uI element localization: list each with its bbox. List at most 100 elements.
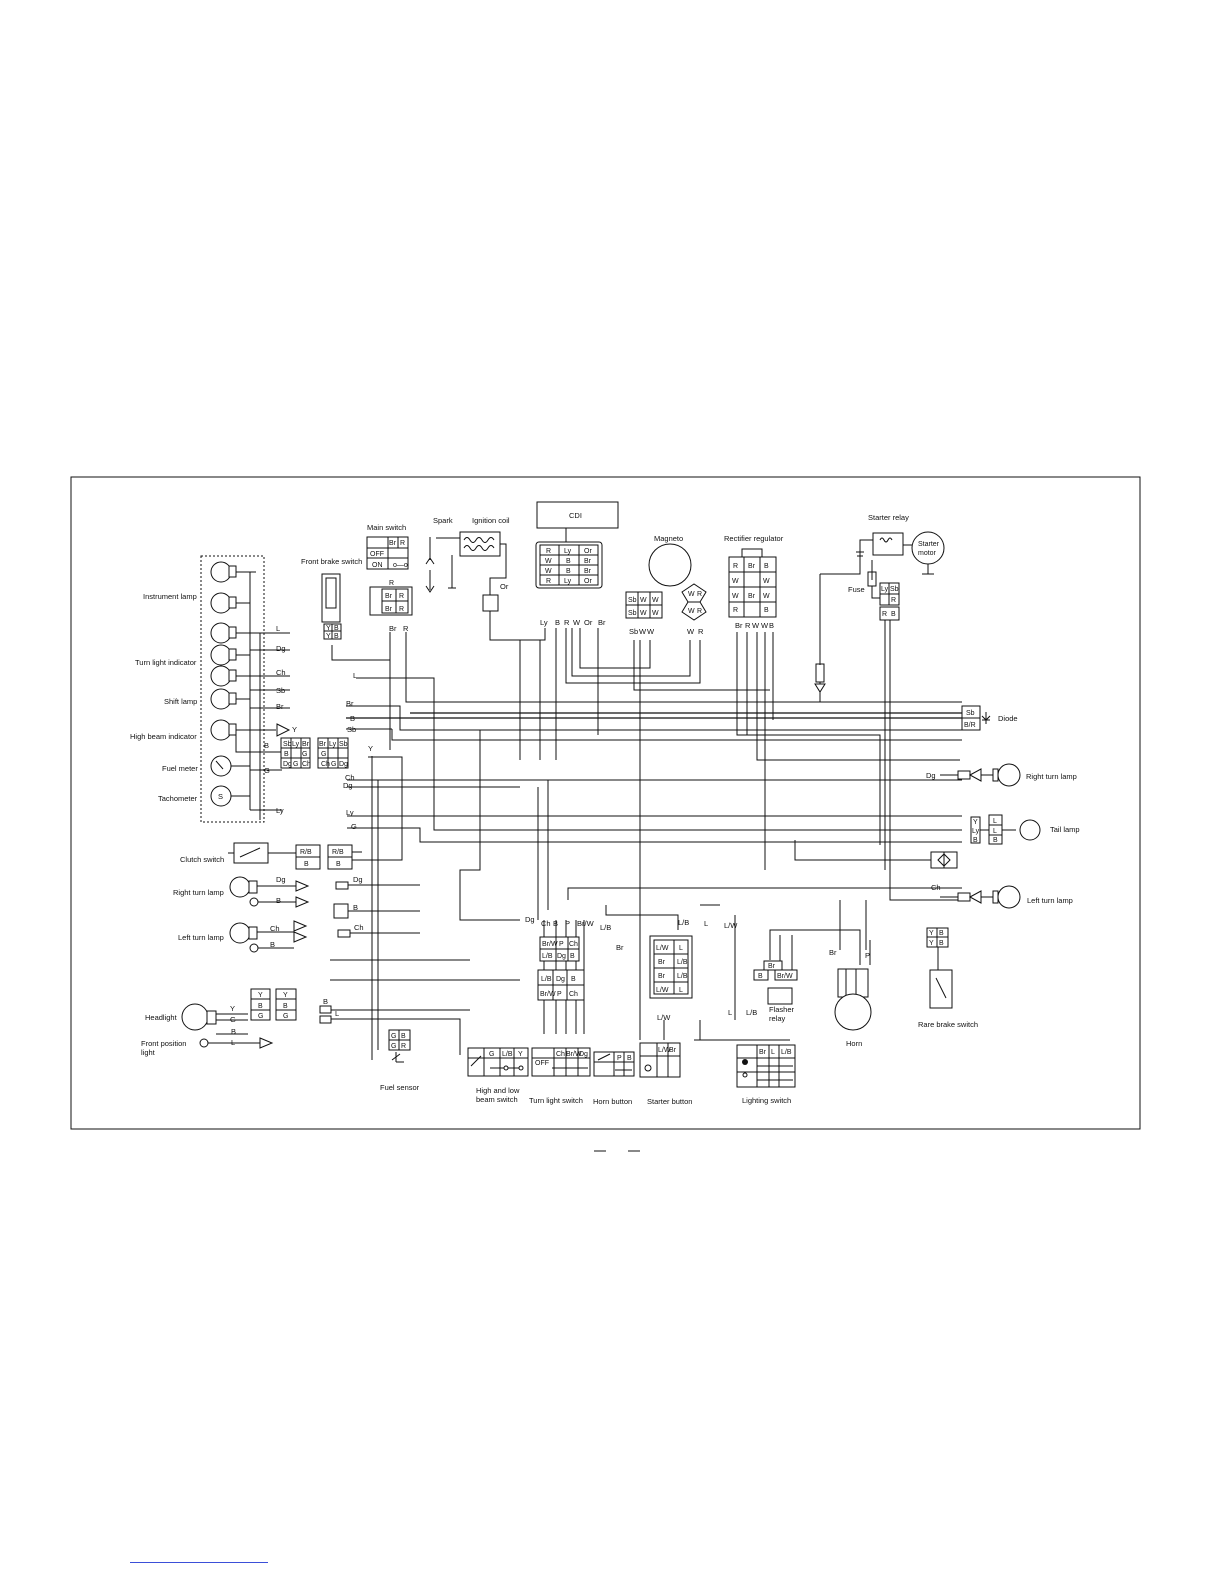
- svg-text:L/W: L/W: [656, 987, 669, 994]
- svg-text:B: B: [553, 919, 558, 928]
- svg-text:R: R: [399, 606, 404, 613]
- svg-text:Br/W: Br/W: [577, 919, 595, 928]
- svg-text:Ch: Ch: [302, 761, 311, 768]
- svg-text:G: G: [258, 1013, 263, 1020]
- label-rectifier-regulator: Rectifier regulator: [724, 534, 784, 543]
- svg-text:Y: Y: [929, 930, 934, 937]
- svg-text:Sb: Sb: [628, 597, 637, 604]
- svg-text:G: G: [302, 751, 307, 758]
- svg-text:Br/W: Br/W: [540, 991, 556, 998]
- svg-text:L/B: L/B: [781, 1049, 792, 1056]
- svg-text:Ch: Ch: [931, 883, 941, 892]
- svg-text:Dg: Dg: [339, 761, 348, 768]
- wire-label-mag-sb: Sb: [629, 627, 638, 636]
- svg-text:Br: Br: [385, 593, 393, 600]
- svg-text:W: W: [687, 627, 695, 636]
- svg-text:B: B: [769, 621, 774, 630]
- svg-text:L/W: L/W: [656, 945, 669, 952]
- svg-text:Or: Or: [584, 548, 592, 555]
- svg-text:OFF: OFF: [535, 1060, 549, 1067]
- fuel-sensor: G B G R: [388, 1029, 411, 1063]
- footer-link-underline[interactable]: [130, 1562, 268, 1563]
- svg-text:Y: Y: [326, 633, 331, 640]
- svg-text:R: R: [733, 607, 738, 614]
- svg-text:Br/W: Br/W: [542, 941, 558, 948]
- svg-text:B: B: [284, 751, 289, 758]
- svg-text:B: B: [973, 837, 978, 844]
- svg-text:W: W: [545, 568, 552, 575]
- svg-text:B: B: [939, 930, 944, 937]
- svg-text:R: R: [891, 597, 896, 604]
- main-bus-wires: [330, 620, 962, 1060]
- svg-text:Dg: Dg: [926, 771, 936, 780]
- svg-text:W: W: [639, 627, 647, 636]
- svg-text:Dg: Dg: [525, 915, 535, 924]
- svg-text:G: G: [489, 1051, 494, 1058]
- magneto-plug: Sb W W Sb W W: [625, 591, 663, 619]
- svg-text:W: W: [647, 627, 655, 636]
- svg-text:L/W: L/W: [657, 1013, 671, 1022]
- svg-text:Br: Br: [669, 1047, 677, 1054]
- svg-text:B: B: [336, 861, 341, 868]
- svg-text:R: R: [546, 548, 551, 555]
- svg-text:Ly: Ly: [346, 808, 354, 817]
- fuel-meter-gauge: [210, 755, 232, 777]
- svg-text:Br/W: Br/W: [566, 1051, 582, 1058]
- svg-text:Br: Br: [302, 741, 310, 748]
- svg-text:W: W: [732, 578, 739, 585]
- svg-text:Y: Y: [326, 625, 331, 632]
- svg-text:W: W: [752, 621, 760, 630]
- svg-text:Ch: Ch: [321, 761, 330, 768]
- svg-text:B: B: [350, 714, 355, 723]
- svg-text:B: B: [353, 903, 358, 912]
- svg-text:Br: Br: [389, 540, 397, 547]
- diagram-frame: [70, 476, 1141, 1130]
- wire-label-br: Br: [276, 702, 284, 711]
- svg-text:R/B: R/B: [300, 849, 312, 856]
- svg-text:Br: Br: [768, 963, 776, 970]
- wire-label-r-ms: R: [403, 624, 409, 633]
- svg-text:Y: Y: [929, 940, 934, 947]
- svg-text:W: W: [763, 578, 770, 585]
- label-turn-light-switch: Turn light switch: [529, 1096, 583, 1105]
- wire-label-ly: Ly: [276, 806, 284, 815]
- label-right-turn-lamp-front: Right turn lamp: [173, 888, 224, 897]
- svg-text:Ly: Ly: [564, 548, 572, 555]
- svg-text:Br: Br: [658, 973, 666, 980]
- svg-text:Ch: Ch: [541, 919, 551, 928]
- switch-area-wires: [543, 887, 962, 1041]
- label-tail-lamp: Tail lamp: [1050, 825, 1080, 834]
- svg-text:Br: Br: [735, 621, 743, 630]
- svg-text:Br: Br: [385, 606, 393, 613]
- instrument-cluster: S: [200, 555, 292, 823]
- label-fuel-meter: Fuel meter: [162, 764, 198, 773]
- label-spark: Spark: [433, 516, 453, 525]
- headlight-plug-2: Y B G: [275, 988, 297, 1021]
- svg-text:L: L: [353, 671, 357, 680]
- label-fuse: Fuse: [848, 585, 865, 594]
- svg-text:Sb: Sb: [966, 710, 975, 717]
- turn-light-switch: Ch Br/W Dg OFF: [531, 1047, 591, 1077]
- wire-label-coil-or: Or: [500, 582, 509, 591]
- svg-text:o—o: o—o: [393, 562, 408, 569]
- svg-text:W: W: [732, 593, 739, 600]
- svg-text:Ch: Ch: [569, 991, 578, 998]
- right-turn-lamp-front: [229, 876, 310, 908]
- label-starter-relay: Starter relay: [868, 513, 909, 522]
- svg-text:Ly: Ly: [292, 741, 300, 748]
- svg-text:L: L: [704, 919, 708, 928]
- svg-text:Ly: Ly: [329, 741, 337, 748]
- label-horn: Horn: [846, 1039, 862, 1048]
- label-tachometer: Tachometer: [158, 794, 198, 803]
- svg-text:W: W: [652, 597, 659, 604]
- svg-text:B: B: [764, 563, 769, 570]
- svg-text:R/B: R/B: [332, 849, 344, 856]
- svg-text:B: B: [334, 625, 339, 632]
- svg-text:Br: Br: [658, 959, 666, 966]
- svg-text:G: G: [331, 761, 336, 768]
